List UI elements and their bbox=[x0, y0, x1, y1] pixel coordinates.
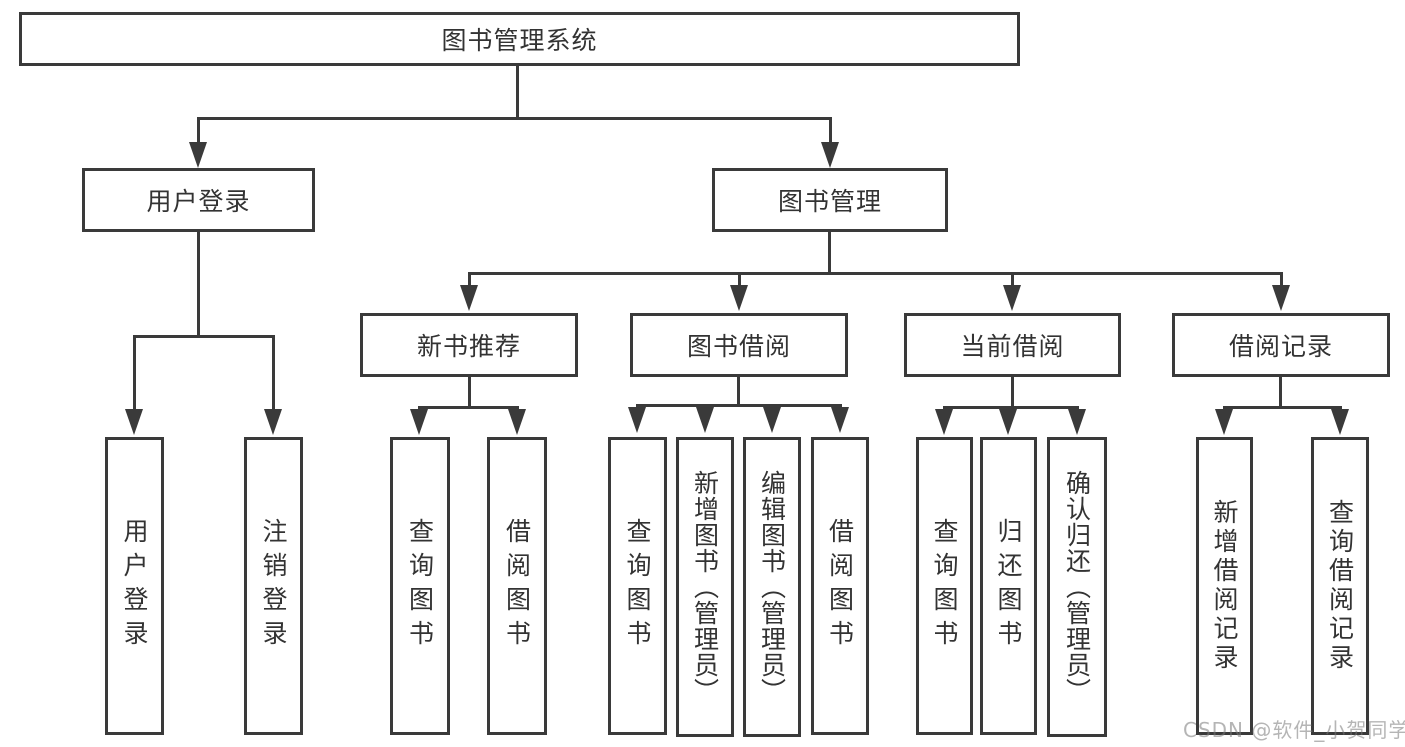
leaf-query-books-borrow: 查询图书 bbox=[608, 437, 667, 735]
arrow-down-icon bbox=[935, 409, 953, 435]
node-label: 归还图书 bbox=[994, 518, 1023, 654]
arrow-down-icon bbox=[730, 285, 748, 311]
leaf-edit-books-admin: 编辑图书（管理员） bbox=[743, 437, 801, 737]
leaf-add-borrow-record: 新增借阅记录 bbox=[1196, 437, 1253, 735]
arrow-down-icon bbox=[125, 409, 143, 435]
node-label: 借阅图书 bbox=[825, 518, 855, 654]
node-new-book-recommend: 新书推荐 bbox=[360, 313, 578, 377]
node-label: 用户登录 bbox=[120, 518, 149, 654]
node-book-borrow: 图书借阅 bbox=[630, 313, 848, 377]
connector-line bbox=[516, 66, 519, 117]
connector-line bbox=[1279, 377, 1282, 409]
arrow-down-icon bbox=[460, 285, 478, 311]
node-label: 借阅图书 bbox=[502, 518, 532, 654]
connector-line bbox=[468, 272, 1282, 275]
arrow-down-icon bbox=[508, 409, 526, 435]
leaf-query-borrow-record: 查询借阅记录 bbox=[1311, 437, 1369, 735]
node-user-login: 用户登录 bbox=[82, 168, 315, 232]
arrow-down-icon bbox=[999, 409, 1017, 435]
arrow-down-icon bbox=[831, 407, 849, 433]
node-label: 查询图书 bbox=[405, 518, 435, 654]
csdn-watermark: CSDN @软件_小贺同学 bbox=[1183, 718, 1405, 742]
connector-line bbox=[943, 406, 1079, 409]
connector-line bbox=[737, 377, 740, 406]
leaf-query-books-current: 查询图书 bbox=[916, 437, 973, 735]
leaf-confirm-return-admin: 确认归还（管理员） bbox=[1047, 437, 1107, 737]
node-label: 新增借阅记录 bbox=[1210, 499, 1239, 673]
connector-line bbox=[738, 272, 741, 287]
arrow-down-icon bbox=[628, 407, 646, 433]
node-label: 新书推荐 bbox=[416, 332, 521, 361]
arrow-down-icon bbox=[1003, 285, 1021, 311]
connector-line bbox=[828, 232, 831, 273]
arrow-down-icon bbox=[410, 409, 428, 435]
connector-line bbox=[133, 335, 136, 411]
node-label: 用户登录 bbox=[146, 187, 251, 216]
connector-line bbox=[197, 232, 200, 335]
arrow-down-icon bbox=[189, 142, 207, 168]
connector-line bbox=[1011, 377, 1014, 409]
connector-line bbox=[636, 404, 842, 407]
leaf-query-books-recommend: 查询图书 bbox=[390, 437, 450, 735]
connector-line bbox=[418, 406, 519, 409]
connector-line bbox=[1223, 406, 1342, 409]
node-label: 查询借阅记录 bbox=[1325, 499, 1355, 673]
node-label: 确认归还（管理员） bbox=[1062, 470, 1092, 704]
node-borrow-records: 借阅记录 bbox=[1172, 313, 1390, 377]
connector-line bbox=[272, 335, 275, 411]
leaf-borrow-books: 借阅图书 bbox=[811, 437, 869, 735]
arrow-down-icon bbox=[821, 142, 839, 168]
connector-line bbox=[1011, 272, 1014, 287]
node-label: 借阅记录 bbox=[1228, 332, 1333, 361]
arrow-down-icon bbox=[1272, 285, 1290, 311]
connector-line bbox=[829, 117, 832, 147]
node-root-library-system: 图书管理系统 bbox=[19, 12, 1020, 66]
node-current-borrow: 当前借阅 bbox=[904, 313, 1121, 377]
leaf-logout: 注销登录 bbox=[244, 437, 303, 735]
node-label: 编辑图书（管理员） bbox=[757, 470, 787, 704]
leaf-borrow-books-recommend: 借阅图书 bbox=[487, 437, 547, 735]
node-label: 图书管理系统 bbox=[441, 26, 598, 55]
leaf-user-login: 用户登录 bbox=[105, 437, 164, 735]
connector-line bbox=[1280, 272, 1283, 287]
arrow-down-icon bbox=[696, 407, 714, 433]
node-label: 查询图书 bbox=[623, 518, 652, 654]
node-book-management: 图书管理 bbox=[712, 168, 948, 232]
arrow-down-icon bbox=[264, 409, 282, 435]
arrow-down-icon bbox=[763, 407, 781, 433]
node-label: 查询图书 bbox=[930, 518, 959, 654]
arrow-down-icon bbox=[1215, 409, 1233, 435]
node-label: 新增图书（管理员） bbox=[690, 470, 720, 704]
connector-line bbox=[197, 117, 832, 120]
node-label: 注销登录 bbox=[259, 518, 288, 654]
connector-line bbox=[197, 117, 200, 147]
node-label: 图书借阅 bbox=[686, 332, 791, 361]
connector-line bbox=[468, 377, 471, 409]
node-label: 当前借阅 bbox=[960, 332, 1065, 361]
arrow-down-icon bbox=[1331, 409, 1349, 435]
leaf-return-books: 归还图书 bbox=[980, 437, 1037, 735]
leaf-add-books-admin: 新增图书（管理员） bbox=[676, 437, 734, 737]
connector-line bbox=[133, 335, 275, 338]
node-label: 图书管理 bbox=[777, 187, 882, 216]
arrow-down-icon bbox=[1068, 409, 1086, 435]
connector-line bbox=[468, 272, 471, 287]
